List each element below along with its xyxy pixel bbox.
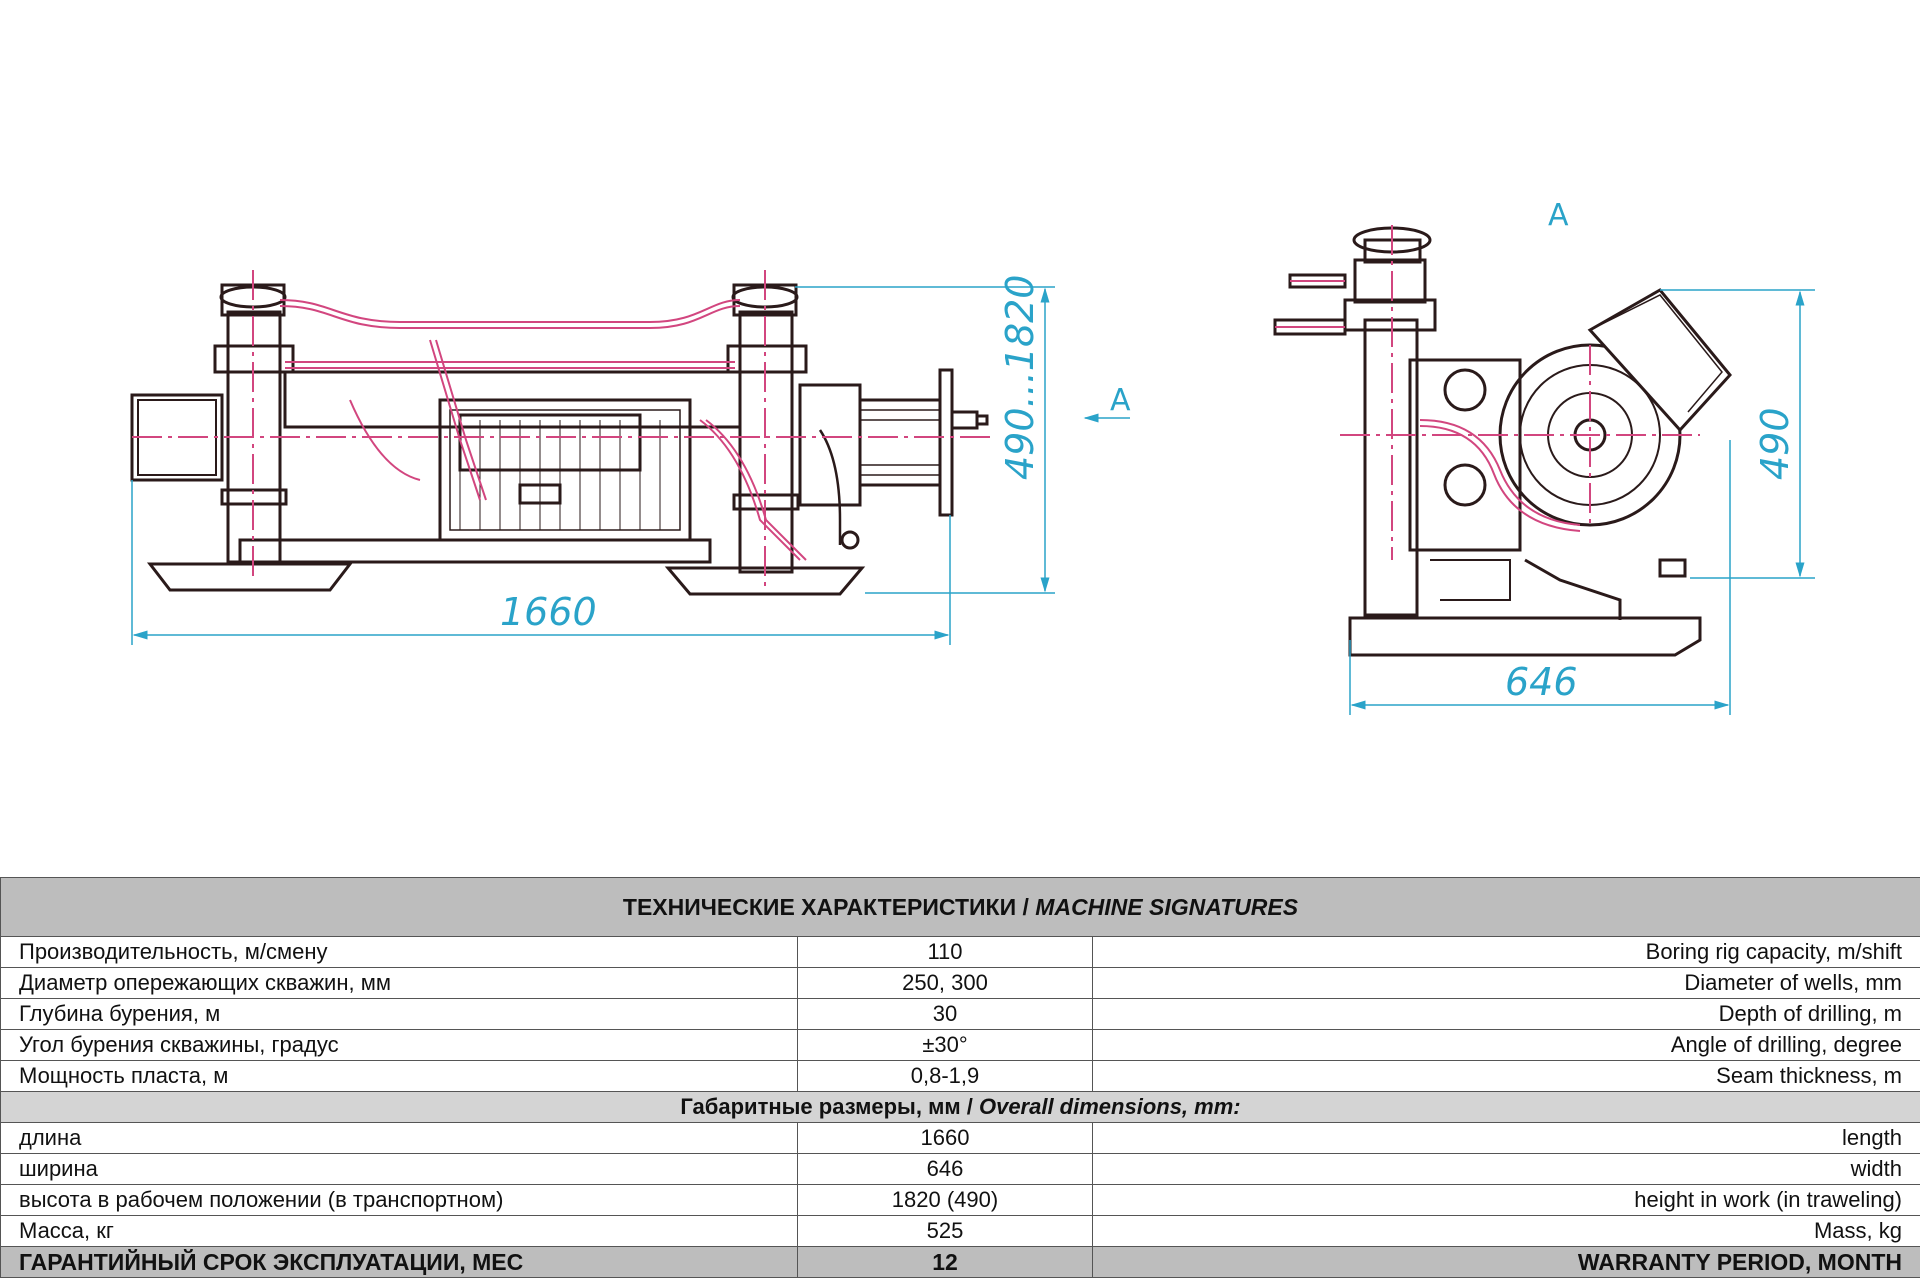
param-value: 110 <box>797 936 1093 968</box>
table-row: длина 1660 length <box>0 1122 1920 1154</box>
table-title-row: ТЕХНИЧЕСКИЕ ХАРАКТЕРИСТИКИ / MACHINE SIG… <box>0 877 1920 937</box>
front-view-dimensions <box>1349 289 1815 715</box>
table-row: Масса, кг 525 Mass, kg <box>0 1215 1920 1247</box>
front-ski <box>1348 616 1702 657</box>
side-view <box>130 283 989 596</box>
param-en: Diameter of wells, mm <box>1092 967 1920 999</box>
param-ru: Масса, кг <box>0 1215 798 1247</box>
view-marker: A <box>1110 383 1131 418</box>
table-row: Производительность, м/смену 110 Boring r… <box>0 936 1920 968</box>
param-ru: ширина <box>0 1153 798 1185</box>
drill-motor <box>1587 288 1732 433</box>
param-ru: Диаметр опережающих скважин, мм <box>0 967 798 999</box>
param-ru: Производительность, м/смену <box>0 936 798 968</box>
main-beam <box>283 370 742 429</box>
side-view-hoses <box>132 270 990 590</box>
dimensions-header: Габаритные размеры, мм / Overall dimensi… <box>0 1091 1920 1123</box>
param-ru: Угол бурения скважины, градус <box>0 1029 798 1061</box>
front-view-hoses <box>1275 225 1700 560</box>
height-label: 490...1820 <box>998 275 1042 480</box>
table-row: Глубина бурения, м 30 Depth of drilling,… <box>0 998 1920 1030</box>
warranty-ru: ГАРАНТИЙНЫЙ СРОК ЭКСПЛУАТАЦИИ, МЕС <box>0 1246 798 1278</box>
param-value: 250, 300 <box>797 967 1093 999</box>
right-column <box>738 310 794 574</box>
warranty-en: WARRANTY PERIOD, MONTH <box>1092 1246 1920 1278</box>
width-label: 646 <box>1505 660 1578 704</box>
technical-drawing: 1660 490...1820 A <box>130 198 1815 715</box>
param-ru: Мощность пласта, м <box>0 1060 798 1092</box>
gearbox-housing <box>1408 358 1522 552</box>
dimensions-header-row: Габаритные размеры, мм / Overall dimensi… <box>0 1091 1920 1123</box>
table-row: Диаметр опережающих скважин, мм 250, 300… <box>0 967 1920 999</box>
param-value: 30 <box>797 998 1093 1030</box>
param-en: Mass, kg <box>1092 1215 1920 1247</box>
table-row: высота в рабочем положении (в транспортн… <box>0 1184 1920 1216</box>
table-title: ТЕХНИЧЕСКИЕ ХАРАКТЕРИСТИКИ / MACHINE SIG… <box>0 877 1920 937</box>
specifications-table: ТЕХНИЧЕСКИЕ ХАРАКТЕРИСТИКИ / MACHINE SIG… <box>0 877 1920 1278</box>
param-value: 646 <box>797 1153 1093 1185</box>
warranty-row: ГАРАНТИЙНЫЙ СРОК ЭКСПЛУАТАЦИИ, МЕС 12 WA… <box>0 1246 1920 1278</box>
param-ru: длина <box>0 1122 798 1154</box>
param-value: 1660 <box>797 1122 1093 1154</box>
left-ski <box>146 562 354 592</box>
right-ski <box>664 566 866 596</box>
length-label: 1660 <box>500 590 597 634</box>
param-value: 1820 (490) <box>797 1184 1093 1216</box>
param-en: length <box>1092 1122 1920 1154</box>
side-view-dimensions <box>131 286 1130 645</box>
warranty-value: 12 <box>797 1246 1093 1278</box>
table-row: Угол бурения скважины, градус ±30° Angle… <box>0 1029 1920 1061</box>
param-ru: Глубина бурения, м <box>0 998 798 1030</box>
base-frame <box>238 538 712 564</box>
valve-block <box>458 413 642 472</box>
front-height-label: 490 <box>1753 407 1797 480</box>
param-en: Depth of drilling, m <box>1092 998 1920 1030</box>
param-en: height in work (in traweling) <box>1092 1184 1920 1216</box>
param-value: 525 <box>797 1215 1093 1247</box>
param-en: Seam thickness, m <box>1092 1060 1920 1092</box>
param-ru: высота в рабочем положении (в транспортн… <box>0 1184 798 1216</box>
right-drill-head <box>798 383 862 507</box>
param-value: 0,8-1,9 <box>797 1060 1093 1092</box>
table-row: Мощность пласта, м 0,8-1,9 Seam thicknes… <box>0 1060 1920 1092</box>
param-en: Boring rig capacity, m/shift <box>1092 936 1920 968</box>
drill-motor-block <box>438 398 692 542</box>
table-row: ширина 646 width <box>0 1153 1920 1185</box>
drill-rod-flange <box>938 368 954 517</box>
param-en: width <box>1092 1153 1920 1185</box>
param-en: Angle of drilling, degree <box>1092 1029 1920 1061</box>
view-a-label: A <box>1548 198 1569 233</box>
param-value: ±30° <box>797 1029 1093 1061</box>
front-view <box>1273 226 1732 657</box>
